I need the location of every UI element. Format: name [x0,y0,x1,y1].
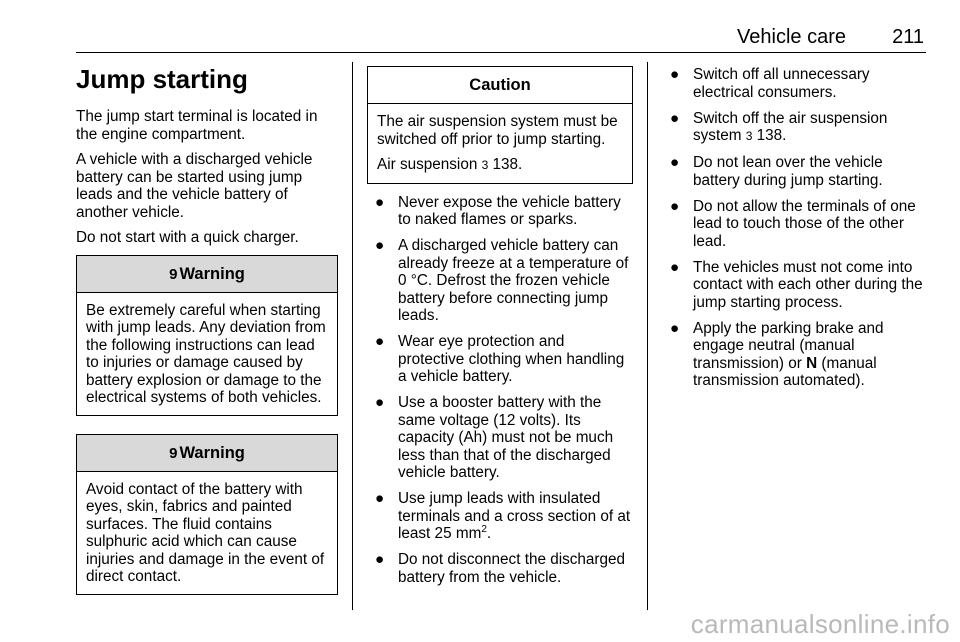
caution-header: Caution [368,67,632,104]
warning-text: Avoid contact of the battery with eyes, … [86,480,325,586]
bullet-list: ● Never expose the vehicle battery to nak… [367,194,633,587]
list-item-text: Use a booster battery with the same volt… [398,394,614,481]
caution-reference: Air suspension 3 138. [377,156,624,175]
list-item: ● The vehicles must not come into contact… [662,259,928,312]
paragraph: The jump start terminal is located in th… [76,108,318,143]
bullet-icon: ● [375,333,385,350]
paragraph: Do not start with a quick charger. [76,229,299,246]
list-item-text: Never expose the vehicle battery to nake… [398,193,621,229]
list-item-text: Apply the parking brake and engage neutr… [693,319,884,372]
column-left: Jump starting The jump start terminal is… [76,62,338,605]
list-item-text: Do not disconnect the discharged battery… [398,551,626,586]
warning-title: Warning [179,443,245,462]
list-item-text: Wear eye protection and protective cloth… [398,333,625,385]
list-item-text: Do not lean over the vehicle battery dur… [693,154,883,189]
reference-label: Air suspension [377,156,478,173]
list-item-text: The vehicles must not come into contact … [693,258,923,311]
section-title: Vehicle care [737,26,846,48]
list-item-text: (manual transmission automated). [693,354,877,390]
bullet-icon: ● [670,197,680,215]
list-item: ● Use jump leads with insulated terminals… [367,490,633,543]
superscript: 2 [481,523,487,535]
reference-page: 138. [756,127,787,144]
page-heading: Jump starting [76,64,248,94]
list-item: ● A discharged vehicle battery can alread… [367,237,633,325]
reference-arrow-icon: 3 [745,129,753,143]
bullet-icon: ● [375,490,385,507]
caution-box: Caution The air suspension system must b… [367,66,633,184]
page-header: Vehicle care 211 [76,26,926,53]
reference-page: 138. [492,156,523,173]
list-item-text: Do not allow the terminals of one lead t… [693,197,916,250]
list-item: ●Switch off the air suspension system 3 … [662,110,928,146]
list-item-text: Use jump leads with insulated terminals … [398,490,631,542]
column-divider [352,62,353,610]
list-item-text: A discharged vehicle battery can already… [398,237,629,324]
list-item-text: Switch off all unnecessary electrical co… [693,66,870,101]
warning-body: Avoid contact of the battery with eyes, … [77,472,337,594]
list-item: ● Never expose the vehicle battery to nak… [367,194,633,229]
bullet-icon: ● [670,66,680,83]
list-item: ● Do not lean over the vehicle battery du… [662,154,928,189]
bullet-icon: ● [670,154,680,171]
warning-text: Be extremely careful when starting with … [86,301,326,407]
column-right: ● Switch off all unnecessary electrical c… [662,66,928,398]
bullet-icon: ● [375,394,385,411]
list-item: ● Switch off all unnecessary electrical c… [662,66,928,101]
caution-body: The air suspension system must be switch… [368,104,632,183]
list-item-text: Switch off the air suspension system [693,109,888,145]
warning-title: Warning [179,264,245,283]
warning-icon: 9 [169,444,178,462]
punctuation: . [486,525,492,542]
gear-label: N [806,354,818,372]
watermark: carmanualsonline.info [690,609,950,639]
column-divider [647,62,648,610]
list-item: ● Use a booster battery with the same vol… [367,394,633,482]
list-item: ● Apply the parking brake and engage neut… [662,320,928,390]
list-item: ● Do not disconnect the discharged batter… [367,551,633,586]
paragraph: A vehicle with a discharged vehicle batt… [76,151,313,221]
bullet-icon: ● [670,319,680,337]
reference-arrow-icon: 3 [481,158,489,172]
bullet-icon: ● [670,258,680,276]
page-number: 211 [892,26,924,48]
caution-text: The air suspension system must be switch… [377,113,618,148]
warning-icon: 9 [169,265,178,283]
bullet-icon: ● [375,551,385,568]
list-item: ● Do not allow the terminals of one lead … [662,198,928,251]
bullet-list: ● Switch off all unnecessary electrical c… [662,66,928,390]
list-item: ● Wear eye protection and protective clot… [367,333,633,386]
bullet-icon: ● [375,237,385,254]
bullet-icon: ● [670,109,680,127]
column-middle: Caution The air suspension system must b… [367,66,633,595]
warning-body: Be extremely careful when starting with … [77,293,337,415]
bullet-icon: ● [375,193,385,211]
